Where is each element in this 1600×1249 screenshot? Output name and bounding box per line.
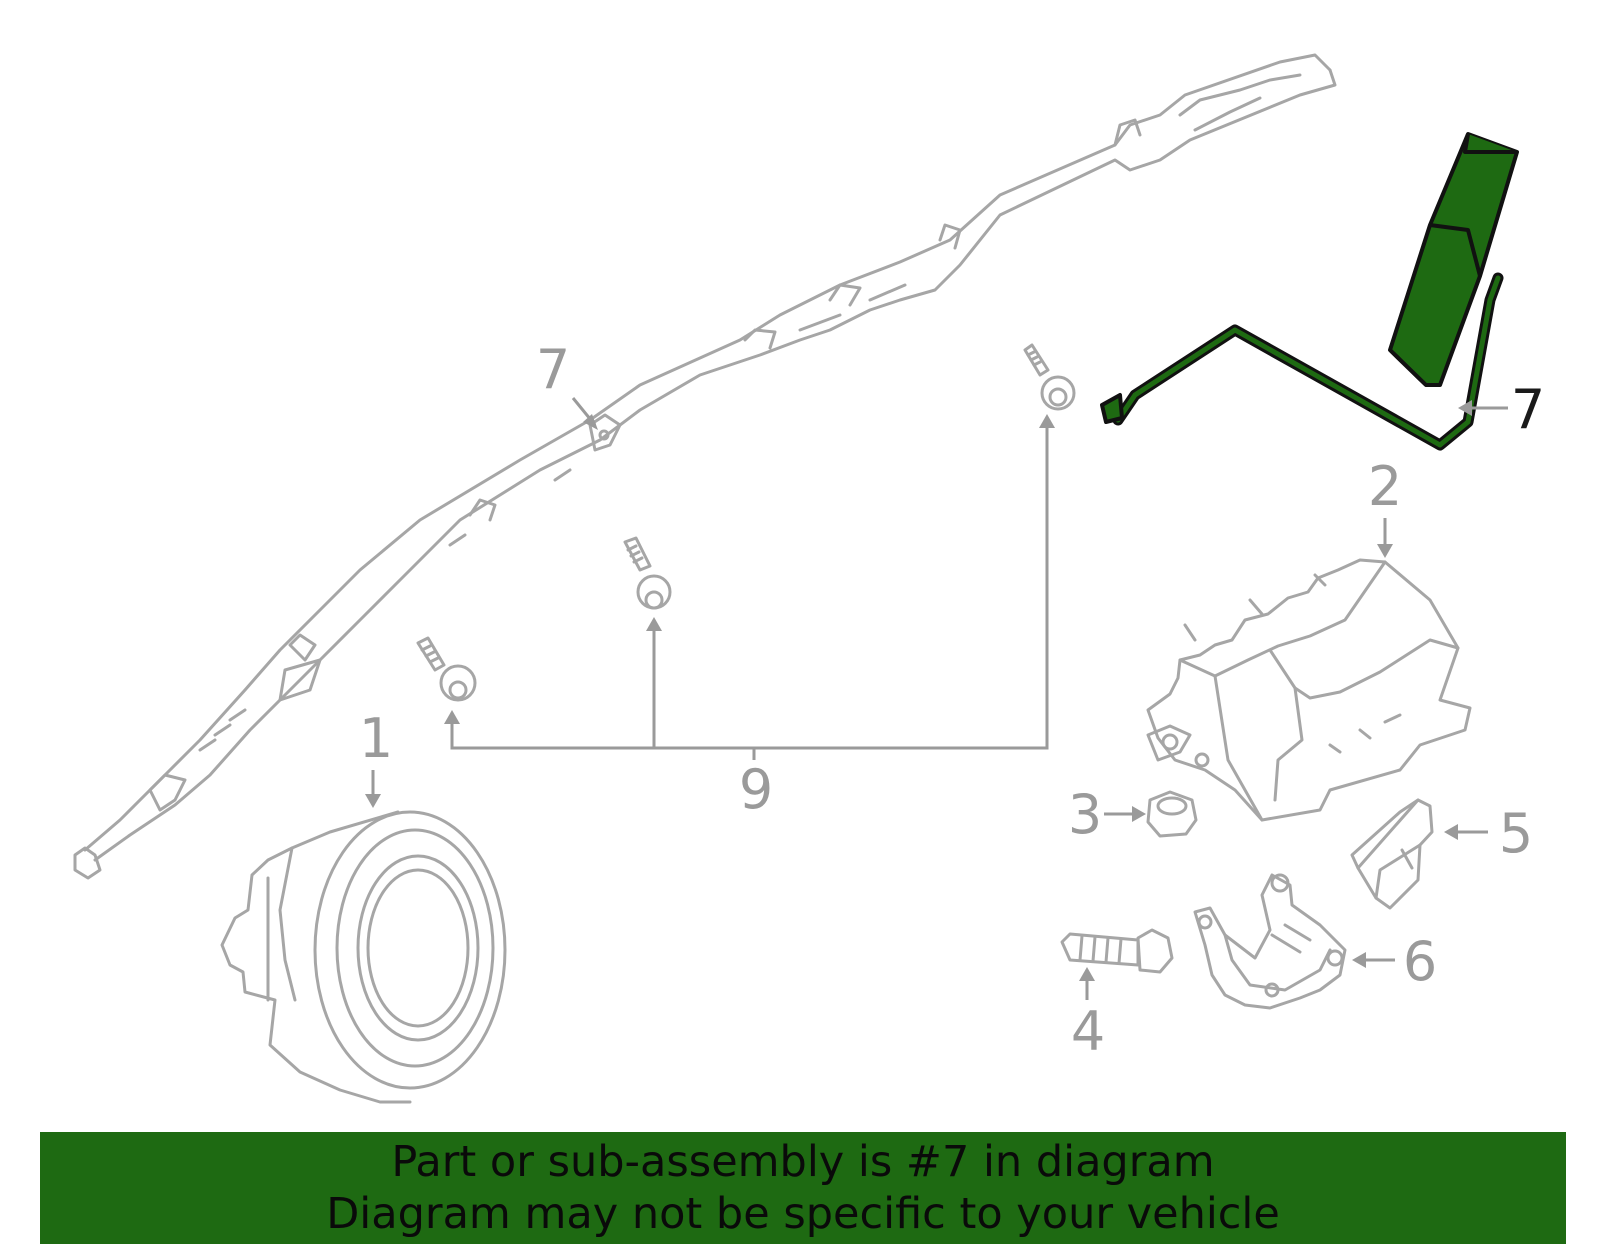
callout-6: 6 [1403,930,1437,993]
arrowhead-5 [1444,824,1458,840]
arrowhead-9-center [646,617,662,631]
bracket-part-6[interactable] [1193,873,1347,1010]
callout-5: 5 [1499,802,1533,865]
banner-line-2: Diagram may not be specific to your vehi… [326,1189,1280,1239]
arrowhead-6 [1352,952,1366,968]
callout-1: 1 [359,707,393,770]
arrowhead-7 [1458,400,1472,416]
arrowhead-9-right [1039,414,1055,428]
knee-airbag-part-7[interactable] [1100,132,1519,451]
banner-line-1: Part or sub-assembly is #7 in diagram [391,1137,1215,1187]
callout-7: 7 [1511,378,1545,441]
nut-part-3[interactable] [1146,790,1198,838]
arrowhead-4 [1079,967,1095,981]
arrowhead-3 [1132,806,1146,822]
screw-part-9-a[interactable] [1023,343,1076,411]
leader-9-bracket [450,422,1049,750]
callout-4: 4 [1071,1000,1105,1063]
callout-3: 3 [1068,783,1102,846]
screw-part-9-c[interactable] [416,636,477,702]
curtain-airbag-part-8[interactable] [73,53,1337,880]
arrowhead-2 [1377,544,1393,558]
arrowhead-1 [365,794,381,808]
callout-2: 2 [1368,455,1402,518]
arrowhead-8 [583,414,598,430]
arrowhead-9-left [444,710,460,724]
bolt-part-4[interactable] [1060,928,1174,974]
bracket-part-5[interactable] [1350,798,1434,910]
info-banner: Part or sub-assembly is #7 in diagram Di… [40,1132,1566,1244]
screw-part-9-b[interactable] [623,536,672,610]
callout-8: 7 [536,338,570,401]
callout-9: 9 [739,758,773,821]
driver-airbag-part-1[interactable] [220,810,507,1104]
passenger-airbag-part-2[interactable] [1146,558,1472,822]
